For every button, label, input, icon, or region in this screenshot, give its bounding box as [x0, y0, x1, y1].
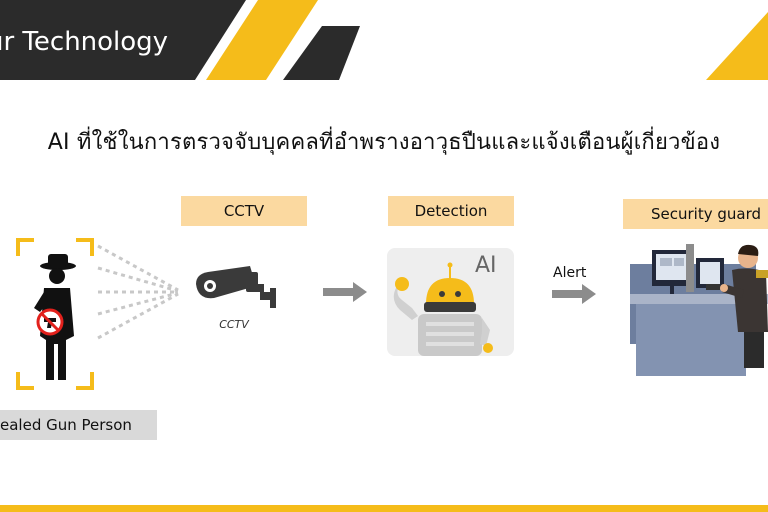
arrow-right-icon [323, 282, 367, 302]
header-dark-band [0, 0, 246, 80]
bottom-accent-bar [0, 505, 768, 512]
cctv-caption: CCTV [219, 318, 249, 331]
concealed-gun-person-figure [16, 238, 94, 390]
security-guard-label: Security guard [623, 199, 768, 229]
ai-robot-icon [393, 262, 493, 356]
cctv-label: CCTV [181, 196, 307, 226]
header-dark-stripe [283, 26, 360, 80]
header-yellow-stripe [206, 0, 318, 80]
concealed-gun-person-label: ealed Gun Person [0, 410, 157, 440]
main-heading: AI ที่ใช้ในการตรวจจับบุคคลที่อำพรางอาวุธ… [47, 130, 721, 155]
alert-label: Alert [553, 265, 587, 281]
detection-label: Detection [388, 196, 514, 226]
ai-text: AI [475, 253, 497, 278]
camera-view-rays [97, 244, 179, 340]
alert-arrow-icon [552, 284, 596, 304]
header-right-yellow-stripe [706, 12, 768, 80]
cctv-camera-icon [196, 266, 276, 308]
header-title: ur Technology [0, 27, 169, 57]
header-banner [0, 0, 768, 80]
security-guard-desk-icon [630, 244, 768, 376]
person-label-text: ealed Gun Person [0, 416, 132, 434]
